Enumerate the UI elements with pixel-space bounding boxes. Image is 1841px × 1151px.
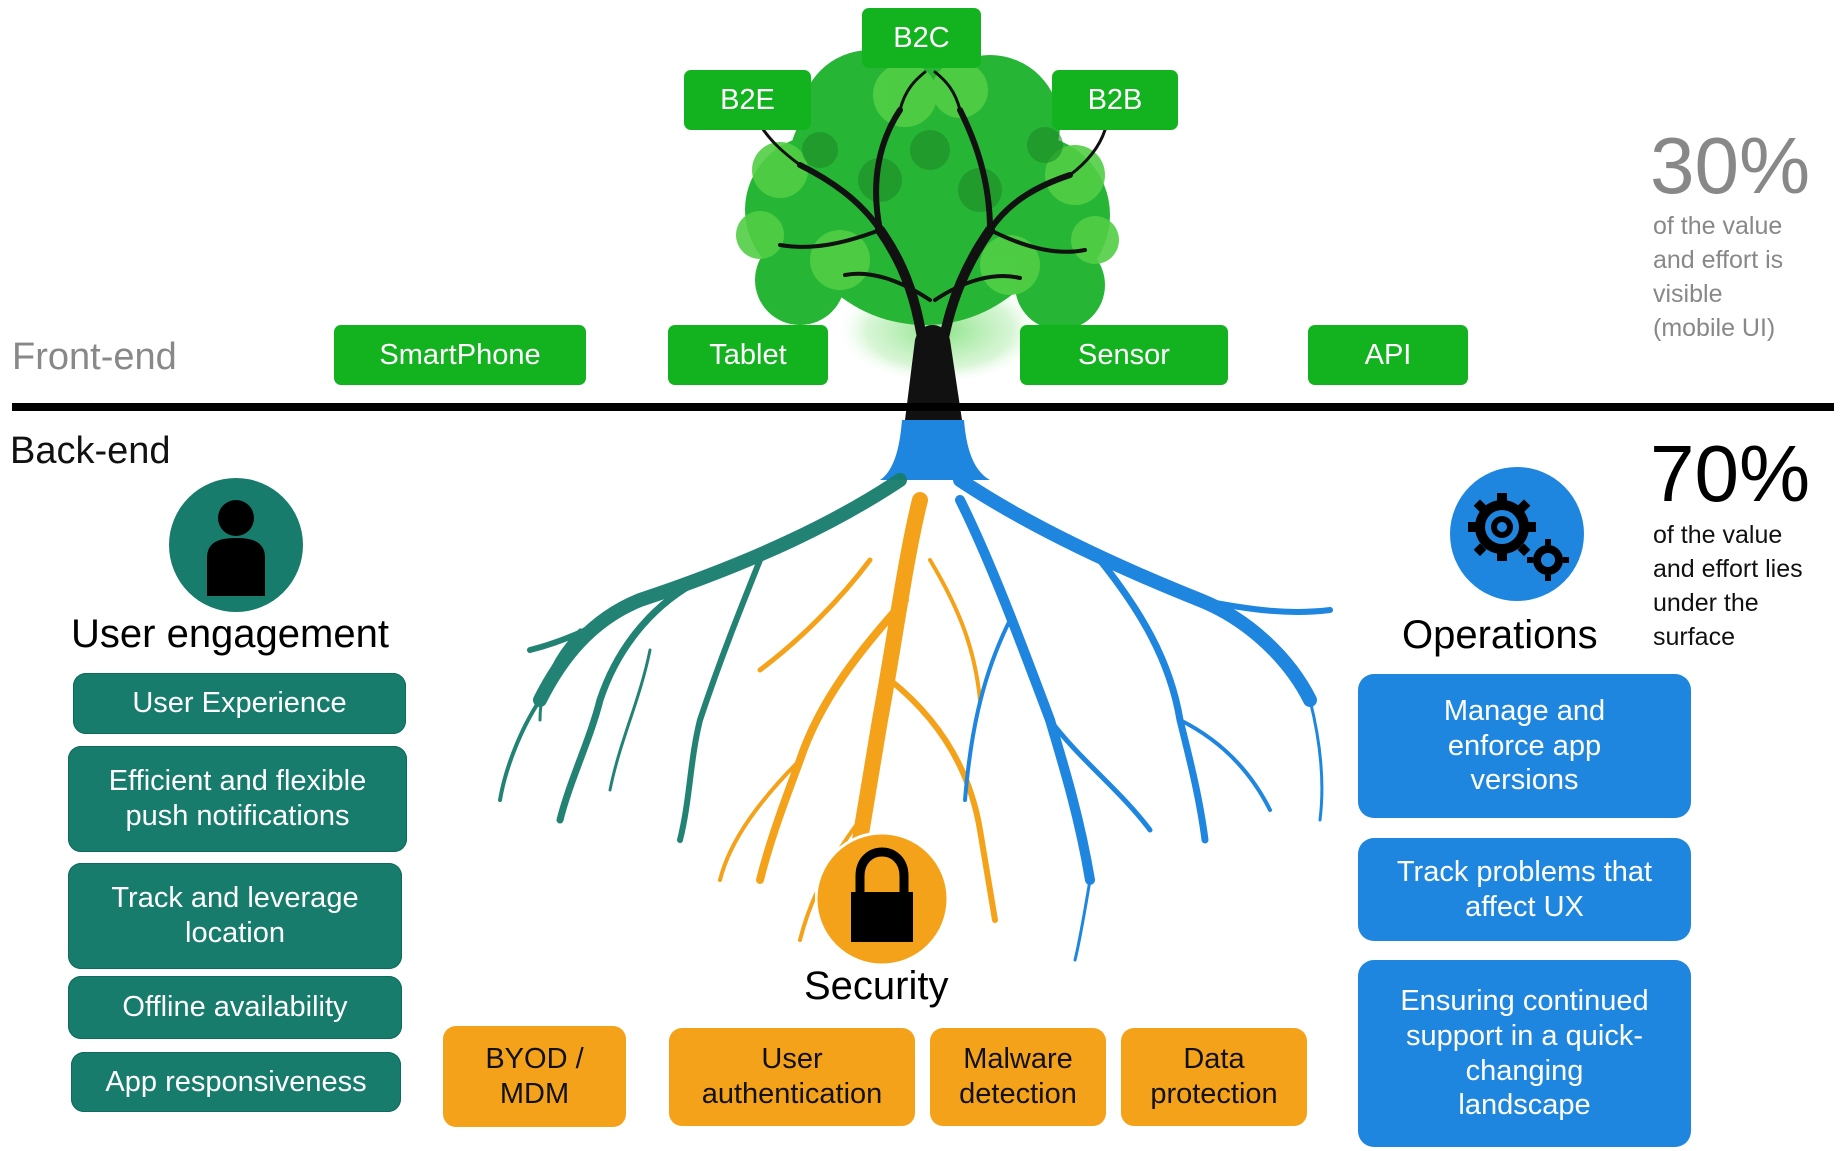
ue-responsiveness: App responsiveness [71,1052,401,1112]
sec-byod-line: BYOD / [485,1042,584,1075]
channel-b2e: B2E [684,70,811,130]
device-tablet: Tablet [668,325,828,385]
ue-user-experience: User Experience [73,673,406,734]
ops-support-line: Ensuring continued [1400,984,1649,1017]
ue-location: Track and leverage location [68,863,402,969]
ue-push-notifications: Efficient and flexible push notification… [68,746,407,852]
back-end-label: Back-end [10,430,171,472]
stat-bottom-caption: of the value and effort lies under the s… [1653,518,1803,654]
sec-data-line: Data [1183,1043,1245,1076]
stat-bottom-line: surface [1653,623,1735,651]
stat-top-line: and effort is [1653,246,1784,274]
sec-malware-line: Malware [963,1043,1073,1076]
device-sensor: Sensor [1020,325,1228,385]
person-icon [169,478,303,612]
ue-location-line: Track and leverage [111,882,359,915]
ue-push-line: push notifications [125,800,350,832]
ue-push-line: Efficient and flexible [108,765,367,798]
ops-manage-line: Manage and [1443,694,1606,727]
device-smartphone: SmartPhone [334,325,586,385]
ops-continued-support: Ensuring continued support in a quick- c… [1358,960,1691,1147]
ops-manage-line: versions [1470,764,1579,797]
ops-manage-versions: Manage and enforce app versions [1358,674,1691,818]
sec-data-protection: Data protection [1121,1028,1307,1126]
ue-location-line: location [185,917,285,949]
channel-b2b: B2B [1052,70,1178,130]
device-api: API [1308,325,1468,385]
ops-support-line: changing [1465,1054,1584,1087]
sec-auth-line: authentication [701,1078,883,1110]
stat-top-caption: of the value and effort is visible (mobi… [1653,209,1783,345]
ue-offline-label: Offline availability [122,991,348,1024]
operations-title: Operations [1402,613,1598,657]
sec-byod-line: MDM [499,1077,570,1110]
ue-user-experience-label: User Experience [132,687,347,720]
channel-b2c: B2C [862,8,981,68]
ue-responsiveness-label: App responsiveness [105,1065,367,1098]
sec-malware-line: detection [959,1078,1077,1110]
stat-bottom-line: and effort lies [1653,555,1803,583]
stat-top-line: visible [1653,280,1723,308]
ops-track-problems: Track problems that affect UX [1358,838,1691,941]
front-end-label: Front-end [12,336,177,378]
stat-bottom-value: 70% [1650,429,1811,518]
user-engagement-title: User engagement [71,612,389,656]
ops-track-line: Track problems that [1396,855,1653,888]
stat-top-value: 30% [1650,121,1811,210]
ops-support-line: support in a quick- [1406,1019,1643,1052]
sec-data-line: protection [1150,1078,1278,1110]
stat-top-line: of the value [1653,212,1783,240]
sec-malware: Malware detection [930,1028,1106,1126]
ue-offline: Offline availability [68,976,402,1039]
security-title: Security [804,964,949,1008]
ops-track-line: affect UX [1465,890,1584,923]
stat-top-line: (mobile UI) [1653,314,1776,342]
lock-icon [815,832,949,966]
sec-auth-line: User [761,1043,823,1076]
stat-bottom-line: of the value [1653,521,1783,549]
ops-support-line: landscape [1458,1089,1591,1122]
stat-bottom-line: under the [1653,589,1759,617]
ops-manage-line: enforce app [1447,729,1602,762]
sec-byod: BYOD / MDM [443,1026,626,1127]
sec-authentication: User authentication [669,1028,915,1126]
gears-icon [1450,467,1584,601]
